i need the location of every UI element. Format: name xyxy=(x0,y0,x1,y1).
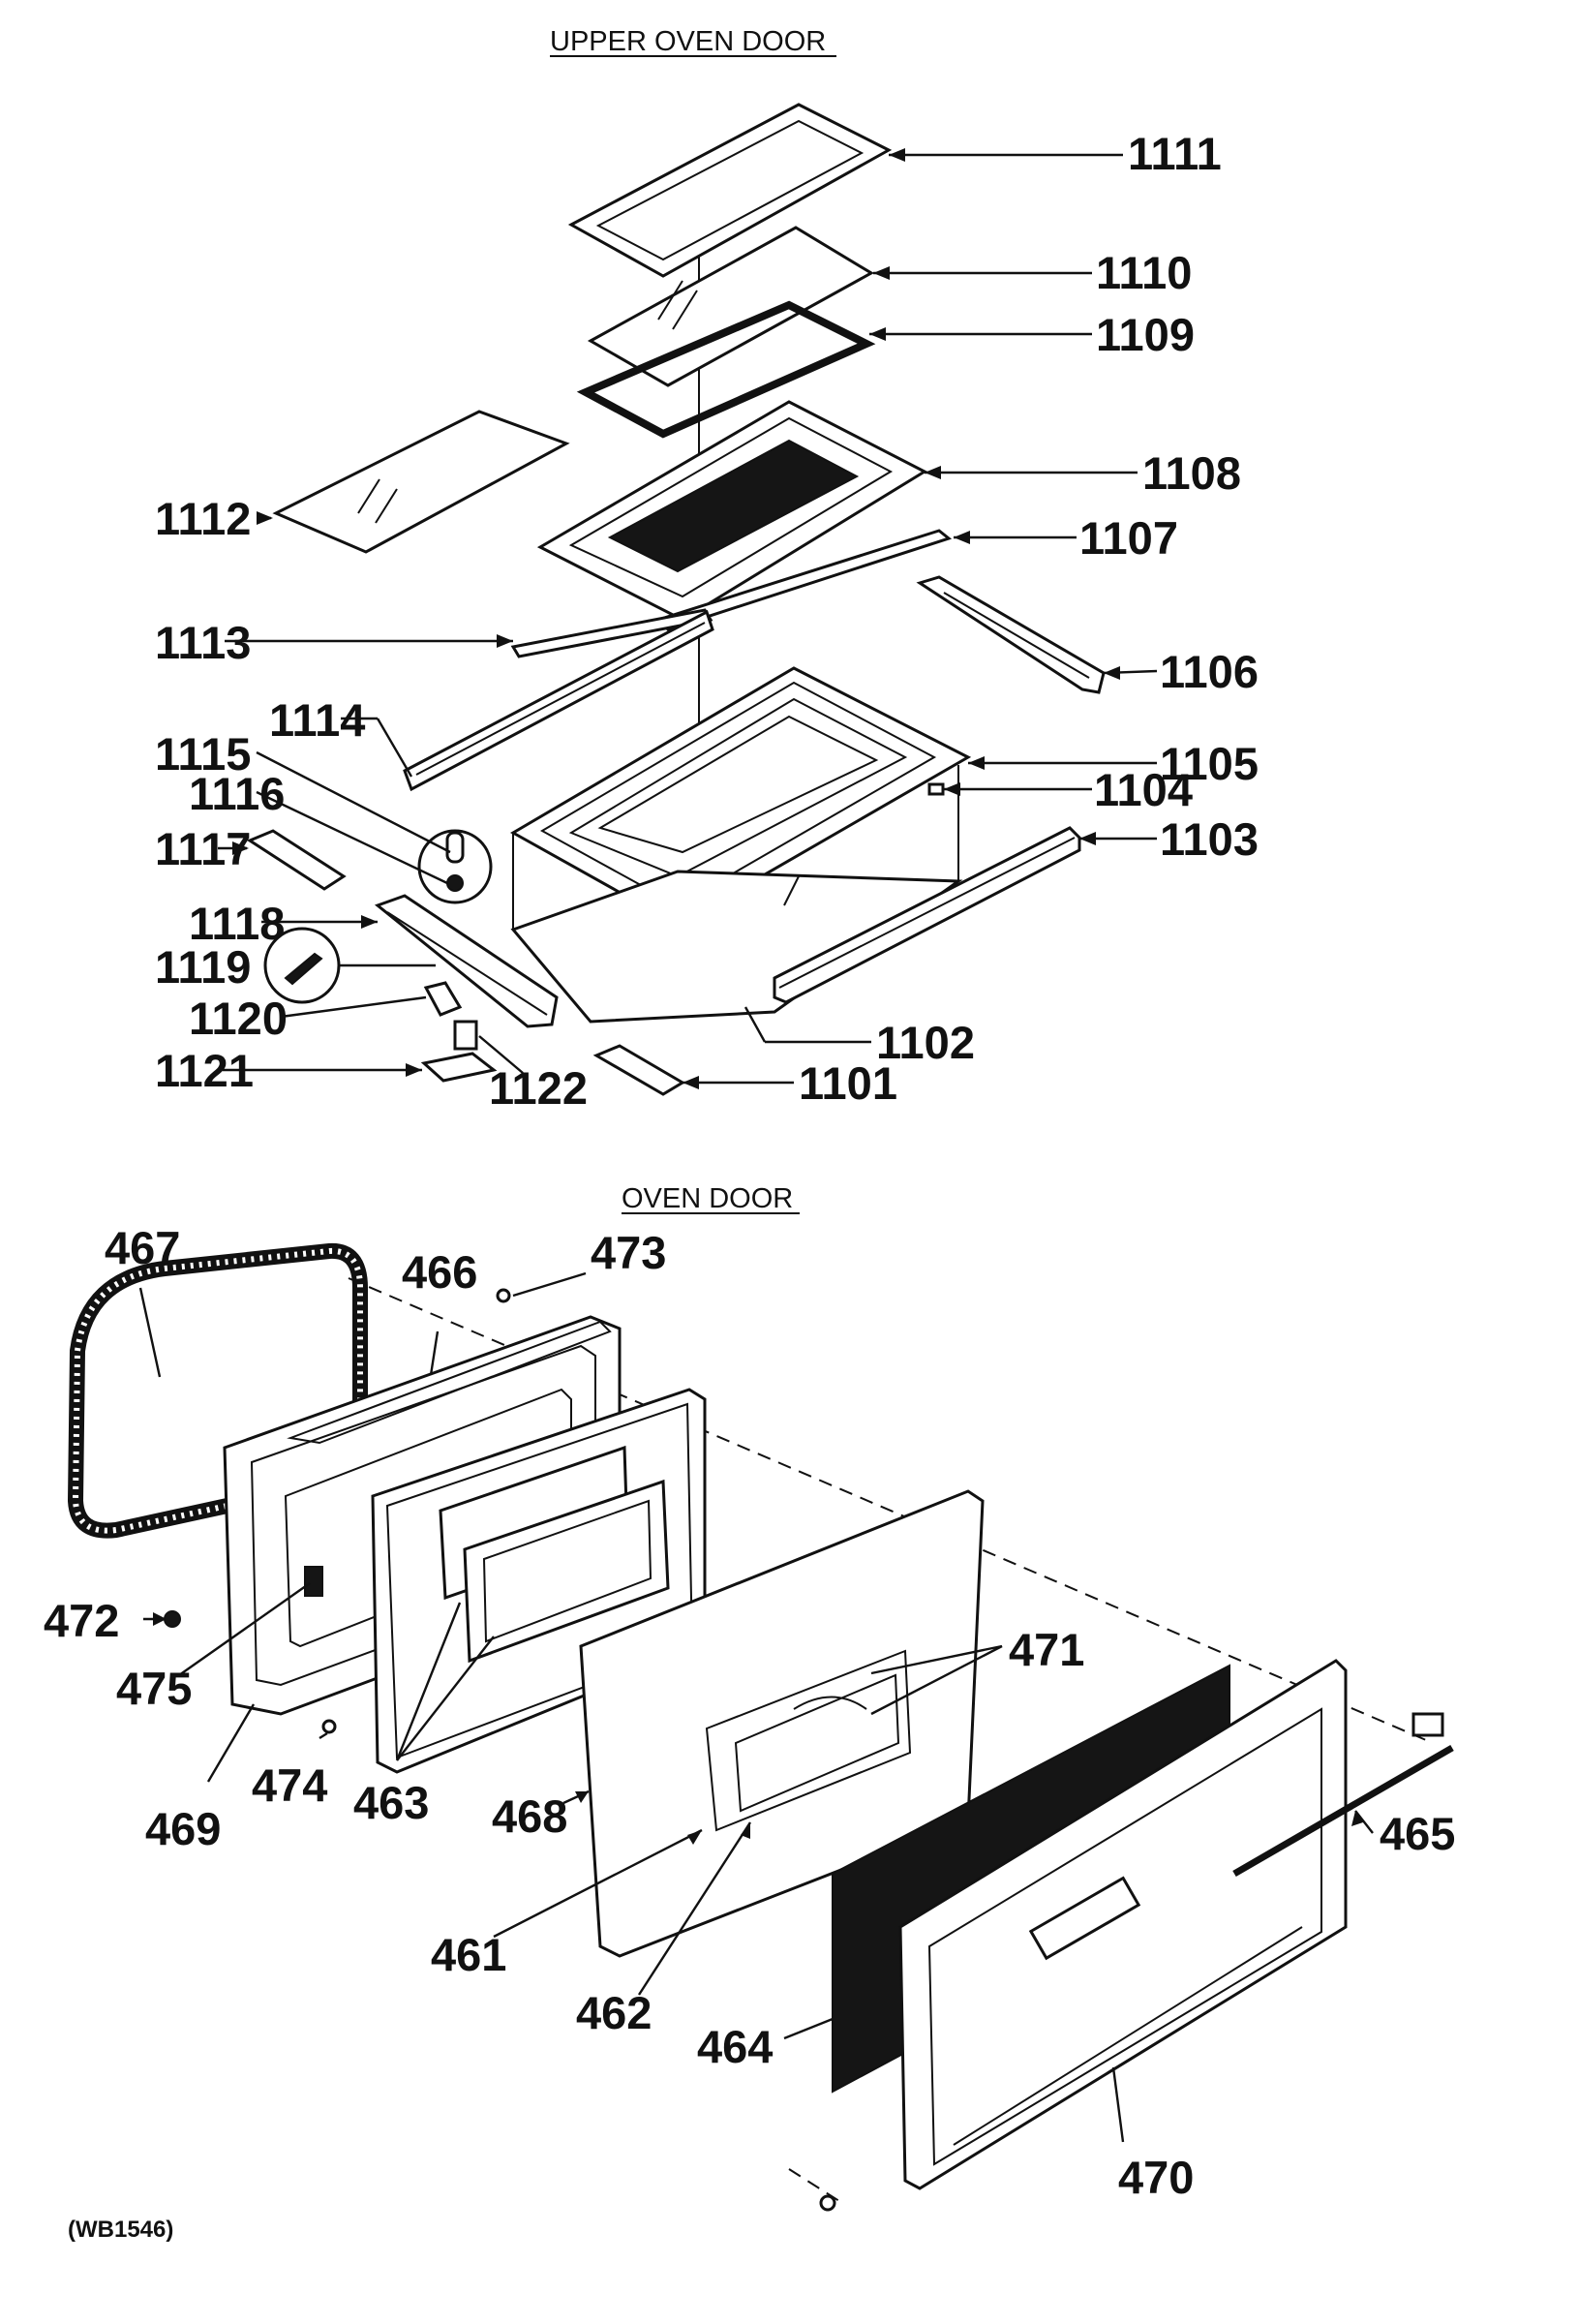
part-466-frame-top xyxy=(287,1320,612,1445)
part-470-outer-door xyxy=(898,1659,1348,2190)
callout-467: 467 xyxy=(105,1222,180,1273)
callout-1115: 1115 xyxy=(155,728,251,780)
figure-code: (WB1546) xyxy=(68,2217,173,2243)
part-1112-glass xyxy=(272,410,570,554)
callout-475: 475 xyxy=(116,1663,192,1714)
callout-463: 463 xyxy=(353,1777,429,1828)
part-1115-1116-detail xyxy=(417,829,493,904)
callout-1103: 1103 xyxy=(1160,813,1259,865)
callout-471: 471 xyxy=(1009,1624,1084,1675)
callout-466: 466 xyxy=(402,1246,477,1298)
oven-door-section: OVEN DOOR xyxy=(44,1183,1455,2243)
door-screw xyxy=(819,2194,836,2212)
part-474-screw xyxy=(321,1719,337,1734)
callout-1113: 1113 xyxy=(155,617,251,668)
upper-section-title: UPPER OVEN DOOR xyxy=(550,26,826,57)
callout-1102: 1102 xyxy=(876,1017,975,1068)
part-1105-door-frame xyxy=(509,666,972,927)
callout-464: 464 xyxy=(697,2021,773,2072)
callout-461: 461 xyxy=(431,1929,506,1980)
part-1106-bracket xyxy=(916,575,1106,694)
part-1103-channel xyxy=(773,826,1081,1004)
lower-arrowheads xyxy=(153,1612,1363,1845)
part-1120-clip xyxy=(423,981,463,1017)
callout-474: 474 xyxy=(252,1759,327,1811)
callout-1122: 1122 xyxy=(489,1062,588,1114)
callout-1110: 1110 xyxy=(1096,247,1192,298)
part-1117-bracket xyxy=(246,829,347,891)
part-1108-inner-frame xyxy=(536,400,928,622)
part-1101-bracket xyxy=(592,1044,685,1096)
part-1109-gasket xyxy=(576,300,876,439)
part-1121-plate xyxy=(420,1052,498,1083)
part-1114-channel xyxy=(403,609,714,792)
callout-1109: 1109 xyxy=(1096,309,1195,360)
callout-1118: 1118 xyxy=(189,898,285,949)
part-473-screw xyxy=(496,1288,511,1303)
part-465-rod xyxy=(1232,1712,1454,1878)
callout-1120: 1120 xyxy=(189,993,288,1044)
callout-1121: 1121 xyxy=(155,1045,254,1096)
part-472-screw xyxy=(164,1610,181,1628)
callout-465: 465 xyxy=(1380,1808,1455,1859)
callout-1104: 1104 xyxy=(1094,764,1193,815)
part-467-gasket xyxy=(67,1242,368,1539)
callout-1108: 1108 xyxy=(1142,447,1241,499)
part-475-clip xyxy=(304,1566,323,1597)
part-1111-frame xyxy=(567,103,893,278)
callout-1114: 1114 xyxy=(269,694,365,746)
callout-462: 462 xyxy=(576,1987,652,2038)
lower-leader-lines xyxy=(138,1271,1374,2143)
callout-470: 470 xyxy=(1118,2152,1194,2203)
upper-oven-door-section: UPPER OVEN DOOR xyxy=(155,26,1259,1114)
callout-469: 469 xyxy=(145,1803,221,1854)
callout-1111: 1111 xyxy=(1128,128,1222,179)
lower-section-title: OVEN DOOR xyxy=(622,1183,793,1214)
callout-1107: 1107 xyxy=(1079,512,1178,564)
upper-leader-lines xyxy=(218,153,1158,1085)
callout-1119: 1119 xyxy=(155,941,251,993)
part-1118-bar xyxy=(374,894,559,1028)
callout-1105: 1105 xyxy=(1160,738,1259,789)
part-1104-pin xyxy=(927,782,945,796)
callout-1116: 1116 xyxy=(189,768,285,819)
callout-1101: 1101 xyxy=(799,1057,897,1109)
callout-472: 472 xyxy=(44,1595,119,1646)
callout-468: 468 xyxy=(492,1790,567,1842)
callout-1106: 1106 xyxy=(1160,646,1259,697)
callout-1117: 1117 xyxy=(155,823,251,874)
callout-1112: 1112 xyxy=(155,493,251,544)
part-1122-block xyxy=(453,1020,478,1051)
callout-473: 473 xyxy=(591,1227,666,1278)
upper-arrowheads xyxy=(232,148,1120,1089)
